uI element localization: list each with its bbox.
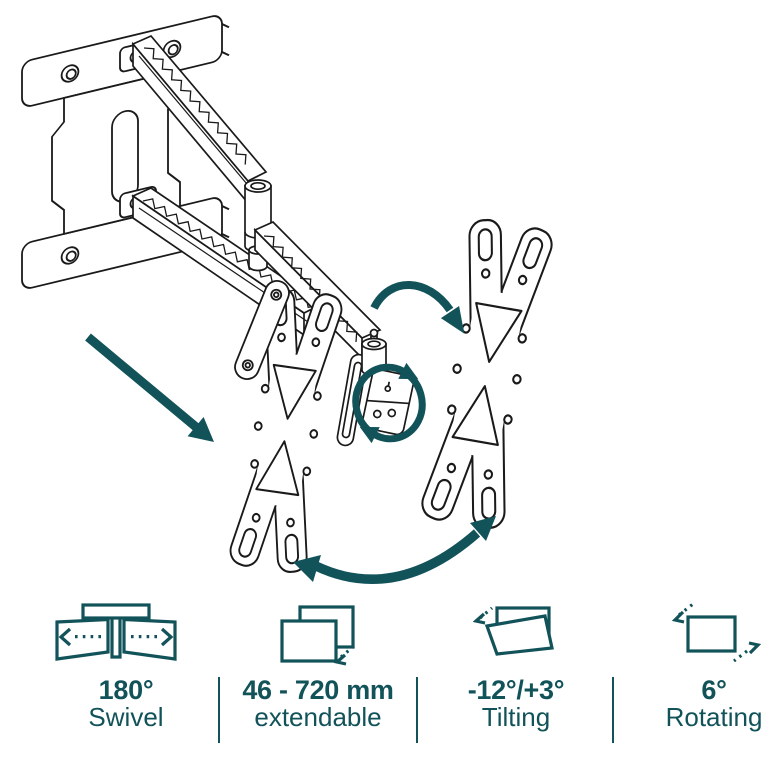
feature-label: Tilting [481,702,551,732]
feature-divider [416,677,418,743]
tilting-icon [473,602,559,660]
feature-value: 6° [701,675,727,705]
swivel-icon [53,602,179,664]
feature-value: 46 - 720 mm [242,675,394,705]
link-bracket [234,280,290,380]
feature-divider [612,677,614,743]
feature-divider [218,677,220,743]
extend-direction-arrow [85,333,214,442]
mount-head-joint [361,328,415,436]
mount-illustration [21,15,559,584]
feature-extendable: 46 - 720 mm extendable [208,598,428,731]
feature-label: Swivel [88,702,164,732]
feature-swivel: 180° Swivel [16,598,236,731]
head-rotate-arrow [352,362,426,444]
feature-label: Rotating [665,702,763,732]
feature-rotating: 6° Rotating [604,598,775,731]
upper-truss-arm [131,34,268,206]
feature-label: extendable [254,702,382,732]
swivel-range-arrow [293,516,496,584]
rotating-icon [667,600,761,662]
vesa-plate [415,212,559,536]
extendable-icon [279,604,357,668]
tilt-rotation-arrow [370,281,465,334]
feature-tilting: -12°/+3° Tilting [406,598,626,731]
feature-value: 180° [98,675,154,705]
adapter-plate [224,281,348,579]
feature-value: -12°/+3° [467,675,565,705]
